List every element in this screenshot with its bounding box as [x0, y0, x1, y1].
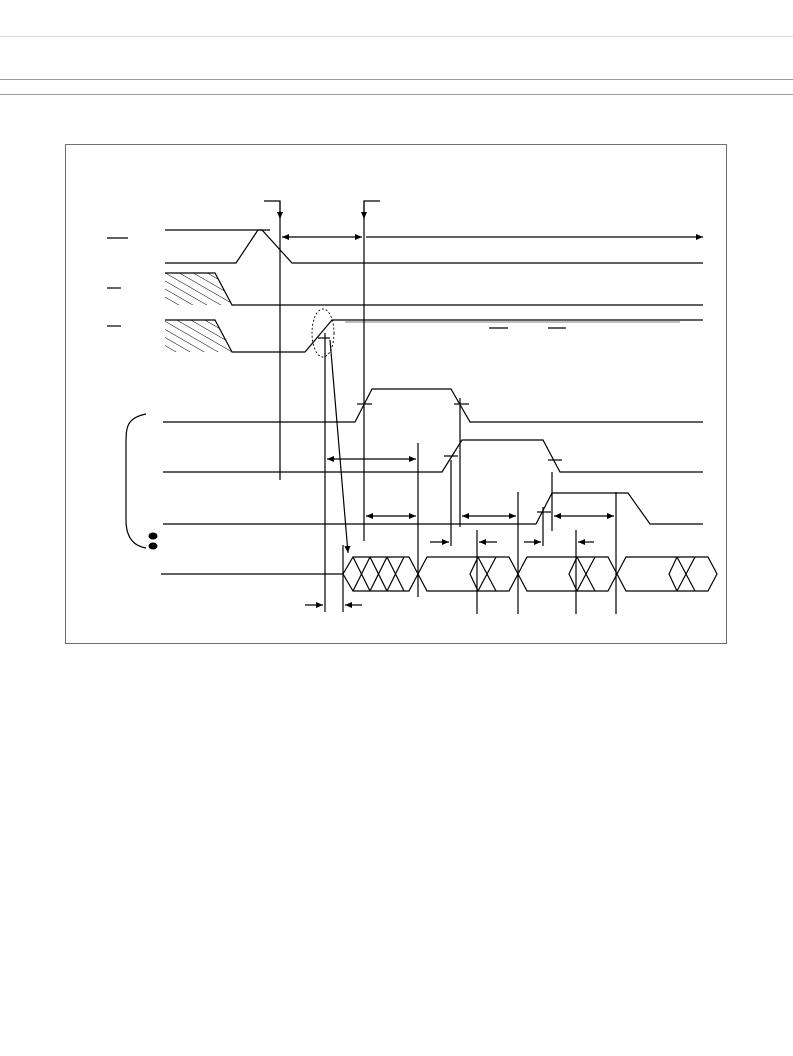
waveform-3-hatch [165, 320, 232, 352]
trigger-arrow-right [361, 200, 380, 219]
header-rule-middle [0, 79, 793, 80]
figure-frame [65, 144, 727, 644]
data-bus-cells [342, 556, 718, 592]
group-bullet-1 [148, 532, 158, 540]
group-bullet-2 [148, 542, 158, 550]
header-rule-top [0, 36, 793, 37]
waveform-1 [165, 229, 703, 264]
waveform-2-hatch [165, 273, 232, 305]
header-rule-bottom [0, 94, 793, 95]
signal-group-brace [125, 413, 147, 549]
waveform-5 [163, 439, 703, 473]
waveform-1-rise [165, 229, 270, 264]
waveform-6 [163, 492, 703, 525]
edge-highlight-ellipse [311, 308, 335, 358]
trigger-arrow-left [264, 200, 283, 219]
waveform-4 [163, 388, 703, 423]
waveform-3 [165, 319, 703, 353]
waveform-2 [165, 272, 703, 306]
causality-arrow [329, 339, 351, 554]
